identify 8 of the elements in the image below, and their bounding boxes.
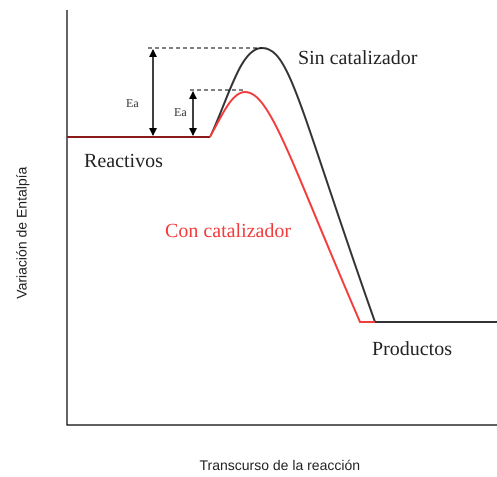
curve-label: Con catalizador — [165, 220, 292, 242]
energy-label: Ea — [126, 97, 139, 110]
energy-label: Ea — [174, 106, 187, 120]
curve-label: Sin catalizador — [298, 47, 418, 69]
level-label: Productos — [372, 338, 452, 360]
level-label: Reactivos — [84, 150, 163, 172]
axis-title: Transcurso de la reacción — [200, 458, 360, 474]
axis-title: Variación de Entalpía — [14, 166, 30, 298]
